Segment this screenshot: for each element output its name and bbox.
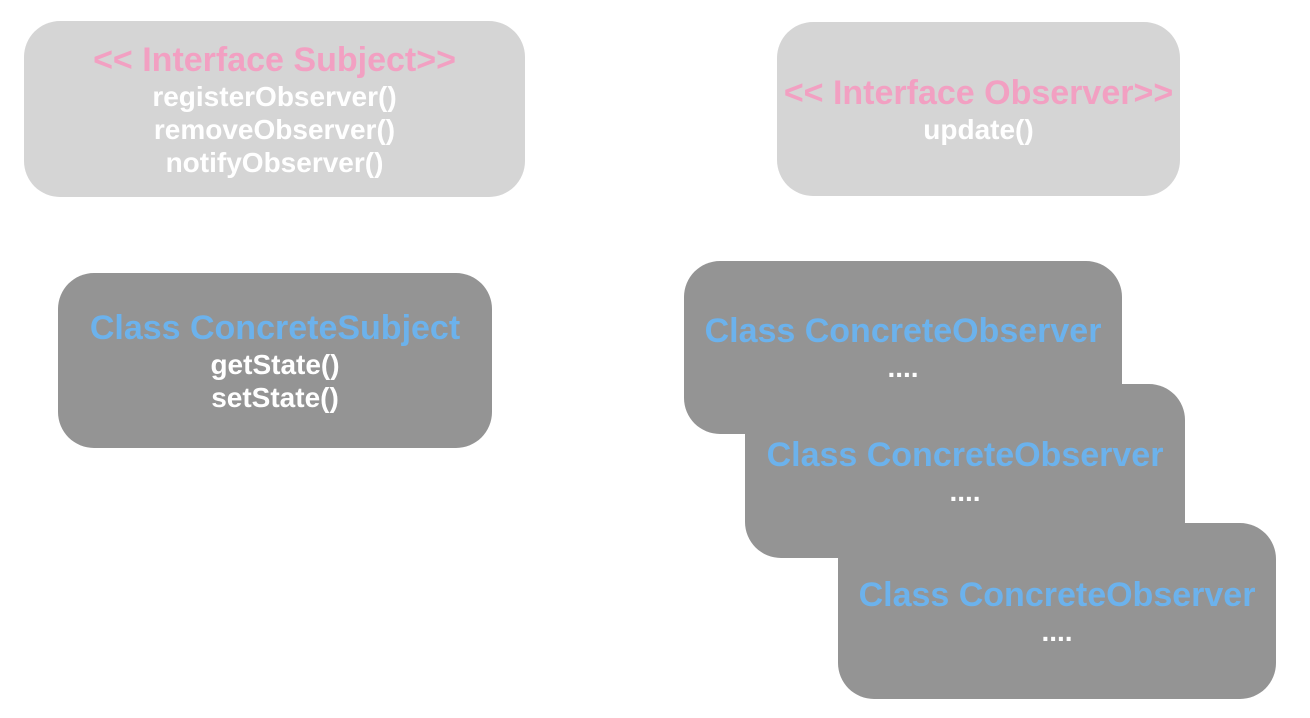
method-register-observer: registerObserver() (152, 80, 397, 112)
concrete-observer-title: Class ConcreteObserver (704, 312, 1102, 350)
method-ellipsis: .... (887, 352, 919, 383)
method-remove-observer: removeObserver() (153, 113, 396, 145)
method-ellipsis: .... (949, 475, 981, 507)
concrete-subject-box: Class ConcreteSubject getState() setStat… (58, 273, 492, 448)
method-notify-observer: notifyObserver() (165, 146, 384, 178)
method-update: update() (923, 113, 1034, 145)
method-get-state: getState() (210, 348, 340, 380)
method-set-state: setState() (211, 381, 339, 413)
interface-observer-box: << Interface Observer>> update() (777, 22, 1180, 196)
interface-subject-box: << Interface Subject>> registerObserver(… (24, 21, 525, 197)
concrete-observer-title: Class ConcreteObserver (766, 435, 1164, 474)
concrete-observer-title: Class ConcreteObserver (858, 575, 1256, 614)
concrete-subject-title: Class ConcreteSubject (89, 308, 461, 347)
method-ellipsis: .... (1041, 615, 1073, 647)
concrete-observer-box-3: Class ConcreteObserver .... (838, 523, 1276, 699)
interface-observer-title: << Interface Observer>> (783, 73, 1174, 112)
interface-subject-title: << Interface Subject>> (93, 40, 456, 79)
